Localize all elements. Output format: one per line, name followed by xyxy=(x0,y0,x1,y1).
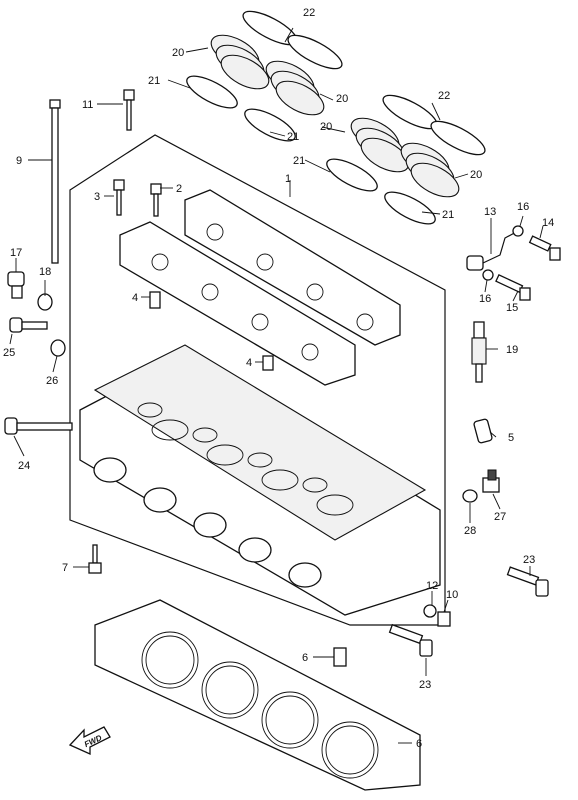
pipe-13 xyxy=(466,229,521,271)
callout-9: 9 xyxy=(16,155,22,167)
washer-18 xyxy=(37,293,53,311)
washer-26 xyxy=(50,339,66,357)
sensor-5 xyxy=(473,418,493,444)
callout-27: 27 xyxy=(494,511,506,523)
callout-10: 10 xyxy=(446,589,458,601)
intake-boots-left xyxy=(186,10,343,142)
callout-21-a: 21 xyxy=(148,75,160,87)
callout-25: 25 xyxy=(3,347,15,359)
callout-20-a: 20 xyxy=(172,47,184,59)
callout-13: 13 xyxy=(484,206,496,218)
bolt-14 xyxy=(528,235,561,261)
forward-direction-badge: FWD xyxy=(68,726,111,756)
spark-plug-19 xyxy=(471,321,487,383)
callout-3: 3 xyxy=(94,191,100,203)
callout-24: 24 xyxy=(18,460,30,472)
callout-22-top: 22 xyxy=(303,7,315,19)
camshaft-holder xyxy=(119,189,401,386)
callout-23-lower: 23 xyxy=(419,679,431,691)
callout-22-right: 22 xyxy=(438,90,450,102)
callout-19: 19 xyxy=(506,344,518,356)
callout-20-b: 20 xyxy=(336,93,348,105)
bolt-10 xyxy=(437,611,451,627)
dowel-4a xyxy=(149,291,161,309)
bolt-23b xyxy=(388,623,433,657)
bolt-9 xyxy=(49,99,61,264)
callout-15: 15 xyxy=(506,302,518,314)
callout-21-c: 21 xyxy=(293,155,305,167)
washer-28 xyxy=(462,489,478,503)
callout-26: 26 xyxy=(46,375,58,387)
washer-16a xyxy=(512,225,524,237)
callout-21-d: 21 xyxy=(442,209,454,221)
bolt-15 xyxy=(495,274,531,301)
intake-boots-right xyxy=(326,94,486,225)
callout-23-right: 23 xyxy=(523,554,535,566)
callout-18: 18 xyxy=(39,266,51,278)
bolt-25 xyxy=(9,317,48,333)
callout-2: 2 xyxy=(176,183,182,195)
callout-14: 14 xyxy=(542,217,554,229)
callout-5: 5 xyxy=(508,432,514,444)
callout-11: 11 xyxy=(82,99,93,111)
callout-7: 6 xyxy=(302,652,308,664)
callout-labels: 22 20 21 20 22 11 20 21 9 21 20 1 2 3 13… xyxy=(3,7,554,750)
callout-16-top: 16 xyxy=(517,201,529,213)
bolt-3 xyxy=(113,179,125,216)
washer-16b xyxy=(482,269,494,281)
callout-8: 7 xyxy=(62,562,68,574)
callout-21-b: 21 xyxy=(287,131,299,143)
callout-4-lower: 4 xyxy=(246,357,252,369)
bolt-23a xyxy=(506,566,549,597)
callout-20-d: 20 xyxy=(470,169,482,181)
callout-20-c: 20 xyxy=(320,121,332,133)
callout-1: 1 xyxy=(285,173,291,185)
dowel-7 xyxy=(333,647,347,667)
leader-lines xyxy=(9,27,544,744)
washer-12 xyxy=(423,604,437,618)
plug-17 xyxy=(7,271,25,299)
sensor-27 xyxy=(482,469,500,493)
bolt-8 xyxy=(88,544,102,574)
callout-28: 28 xyxy=(464,525,476,537)
callout-6: 6 xyxy=(416,738,422,750)
dowel-4b xyxy=(262,355,274,371)
bolt-24 xyxy=(4,417,73,435)
callout-4-upper: 4 xyxy=(132,292,138,304)
callout-16-mid: 16 xyxy=(479,293,491,305)
bolt-11 xyxy=(123,89,135,131)
forward-arrow-icon xyxy=(68,726,111,756)
head-gasket xyxy=(94,599,421,791)
bolt-2 xyxy=(150,183,162,217)
callout-12: 12 xyxy=(426,580,438,592)
callout-17: 17 xyxy=(10,247,22,259)
cylinder-head xyxy=(79,344,441,616)
